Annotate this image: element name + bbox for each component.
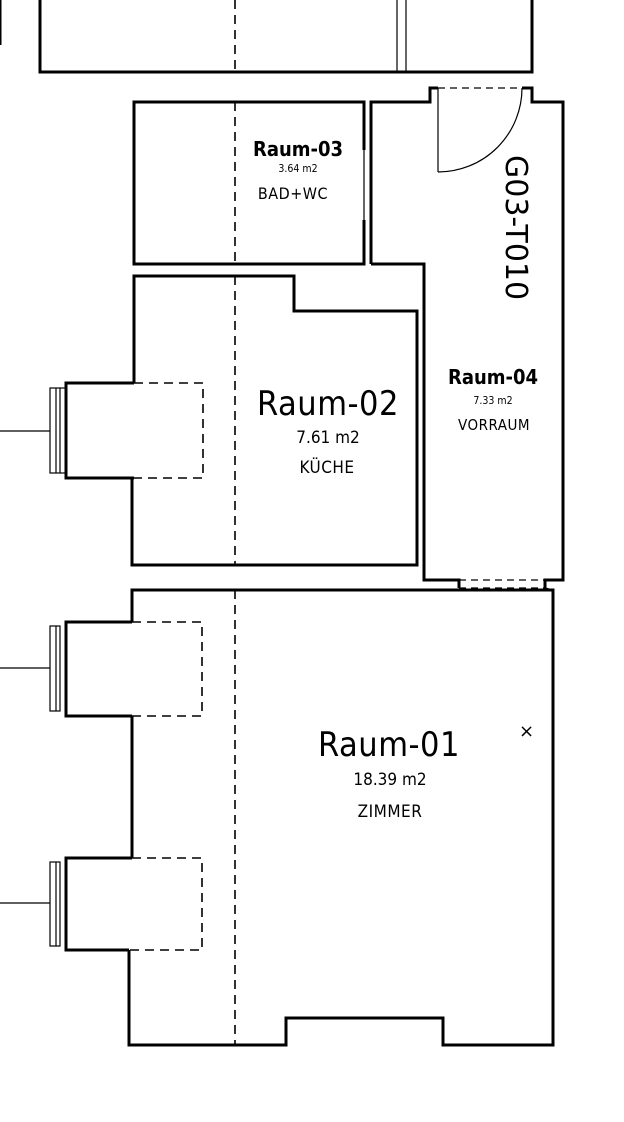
room-03-area: 3.64 m2: [278, 163, 318, 175]
room-04-area: 7.33 m2: [473, 395, 513, 407]
room-02-name: Raum-02: [257, 384, 399, 424]
cross-marker-icon: ×: [519, 721, 535, 742]
room-02-walls: [130, 274, 419, 567]
room-01-use: ZIMMER: [357, 802, 423, 822]
room-01-window-bay-2: [64, 856, 132, 952]
room-01-window-frame-2: [49, 861, 61, 947]
entrance-door-swing: [437, 87, 523, 173]
room-02-window-frame: [49, 387, 61, 474]
room-03-use: BAD+WC: [257, 184, 329, 203]
room-02-area: 7.61 m2: [296, 428, 360, 448]
room-01-window-frame-1: [49, 625, 61, 712]
room-04-left-wall: [371, 262, 461, 588]
room-01-walls: [127, 588, 555, 1047]
top-room-walls: [38, 0, 534, 74]
room-02-window-bay: [64, 381, 134, 480]
room-04-walls: [369, 86, 565, 588]
room-01-right-wall-line: [544, 587, 554, 591]
room-02-window-bay-dashed: [134, 382, 204, 479]
room-04-use: VORRAUM: [458, 416, 530, 434]
room-01-window-bay-1: [64, 620, 132, 718]
unit-label: G03-T010: [498, 155, 533, 301]
room-01-name: Raum-01: [318, 725, 460, 765]
room-03-name: Raum-03: [252, 137, 344, 161]
room-01-area: 18.39 m2: [353, 770, 427, 790]
room-01-window-bay-2-dashed: [129, 857, 203, 951]
room-01-window-bay-1-dashed: [132, 621, 203, 717]
room-02-use: KÜCHE: [299, 458, 355, 478]
room-03-walls: [132, 100, 366, 266]
room-04-name: Raum-04: [447, 365, 539, 389]
